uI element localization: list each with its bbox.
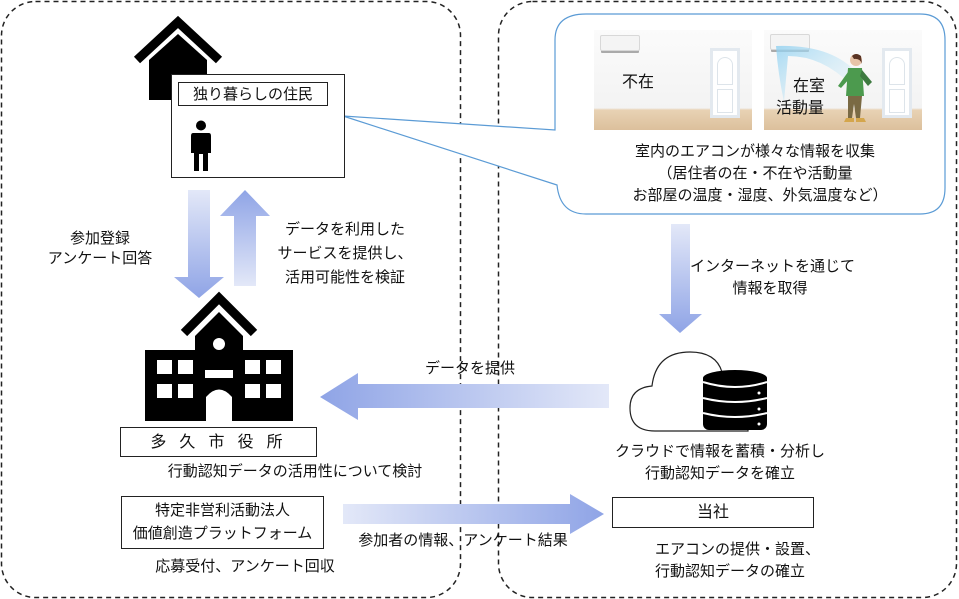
callout-text-line-3: お部屋の温度・湿度、外気温度など） <box>632 186 888 204</box>
arrow-down-internet <box>659 224 702 333</box>
company-label: 当社 <box>696 502 729 521</box>
arrow-right-participant-info <box>343 494 604 534</box>
service-caption-line-3: 活用可能性を検証 <box>284 268 405 286</box>
cloud-caption-line-2: 行動認知データを確立 <box>644 464 795 482</box>
company-caption-line-2: 行動認知データの確立 <box>655 562 806 580</box>
npo-caption: 応募受付、アンケート回収 <box>155 557 335 575</box>
door-icon <box>710 48 740 118</box>
internet-caption-line-2: 情報を取得 <box>732 279 808 297</box>
data-provide-label: データを提供 <box>424 359 515 377</box>
city-hall-caption: 行動認知データの活用性について検討 <box>167 462 423 480</box>
cloud-database-icon <box>629 351 768 432</box>
callout-text-line-1: 室内のエアコンが様々な情報を収集 <box>634 142 875 160</box>
city-hall-label-box <box>120 427 317 457</box>
right-panel-border <box>497 0 958 599</box>
callout-text-line-2: （居住者の在・不在や活動量 <box>657 164 853 182</box>
npo-label-line-1: 特定非営利活動法人 <box>154 501 290 519</box>
service-caption-line-1: データを利用した <box>284 220 405 238</box>
registration-caption-line-2: アンケート回答 <box>47 249 153 267</box>
cloud-caption-line-1: クラウドで情報を蓄積・分析し <box>614 442 825 460</box>
room-present-image <box>764 30 922 130</box>
company-label-box <box>612 497 814 528</box>
person-icon <box>191 120 211 171</box>
resident-label-box <box>178 82 328 106</box>
arrow-left-data-provide <box>320 373 609 420</box>
arrow-up-service <box>220 190 270 286</box>
city-hall-label: 多 久 市 役 所 <box>150 432 287 451</box>
internet-caption-line-1: インターネットを通じて <box>690 257 856 275</box>
company-caption-line-1: エアコンの提供・設置、 <box>655 540 821 558</box>
room-present-label-line-2: 活動量 <box>776 98 825 117</box>
arrow-down-registration <box>174 190 224 298</box>
city-hall-icon <box>145 291 293 421</box>
service-caption-line-2: サービスを提供し、 <box>277 244 413 262</box>
door-icon <box>882 48 912 118</box>
npo-label-line-2: 価値創造プラットフォーム <box>132 524 313 542</box>
room-absent-label: 不在 <box>622 72 655 91</box>
walking-woman-icon <box>838 54 872 122</box>
participant-info-label: 参加者の情報、アンケート結果 <box>358 531 568 549</box>
registration-caption-line-1: 参加登録 <box>69 229 130 247</box>
npo-label-box <box>121 496 324 549</box>
room-present-label-line-1: 在室 <box>793 76 826 95</box>
air-flow-icon <box>776 45 858 102</box>
room-absent-image <box>594 30 752 130</box>
resident-label: 独り暮らしの住民 <box>192 85 313 103</box>
air-conditioner-icon <box>600 35 640 51</box>
